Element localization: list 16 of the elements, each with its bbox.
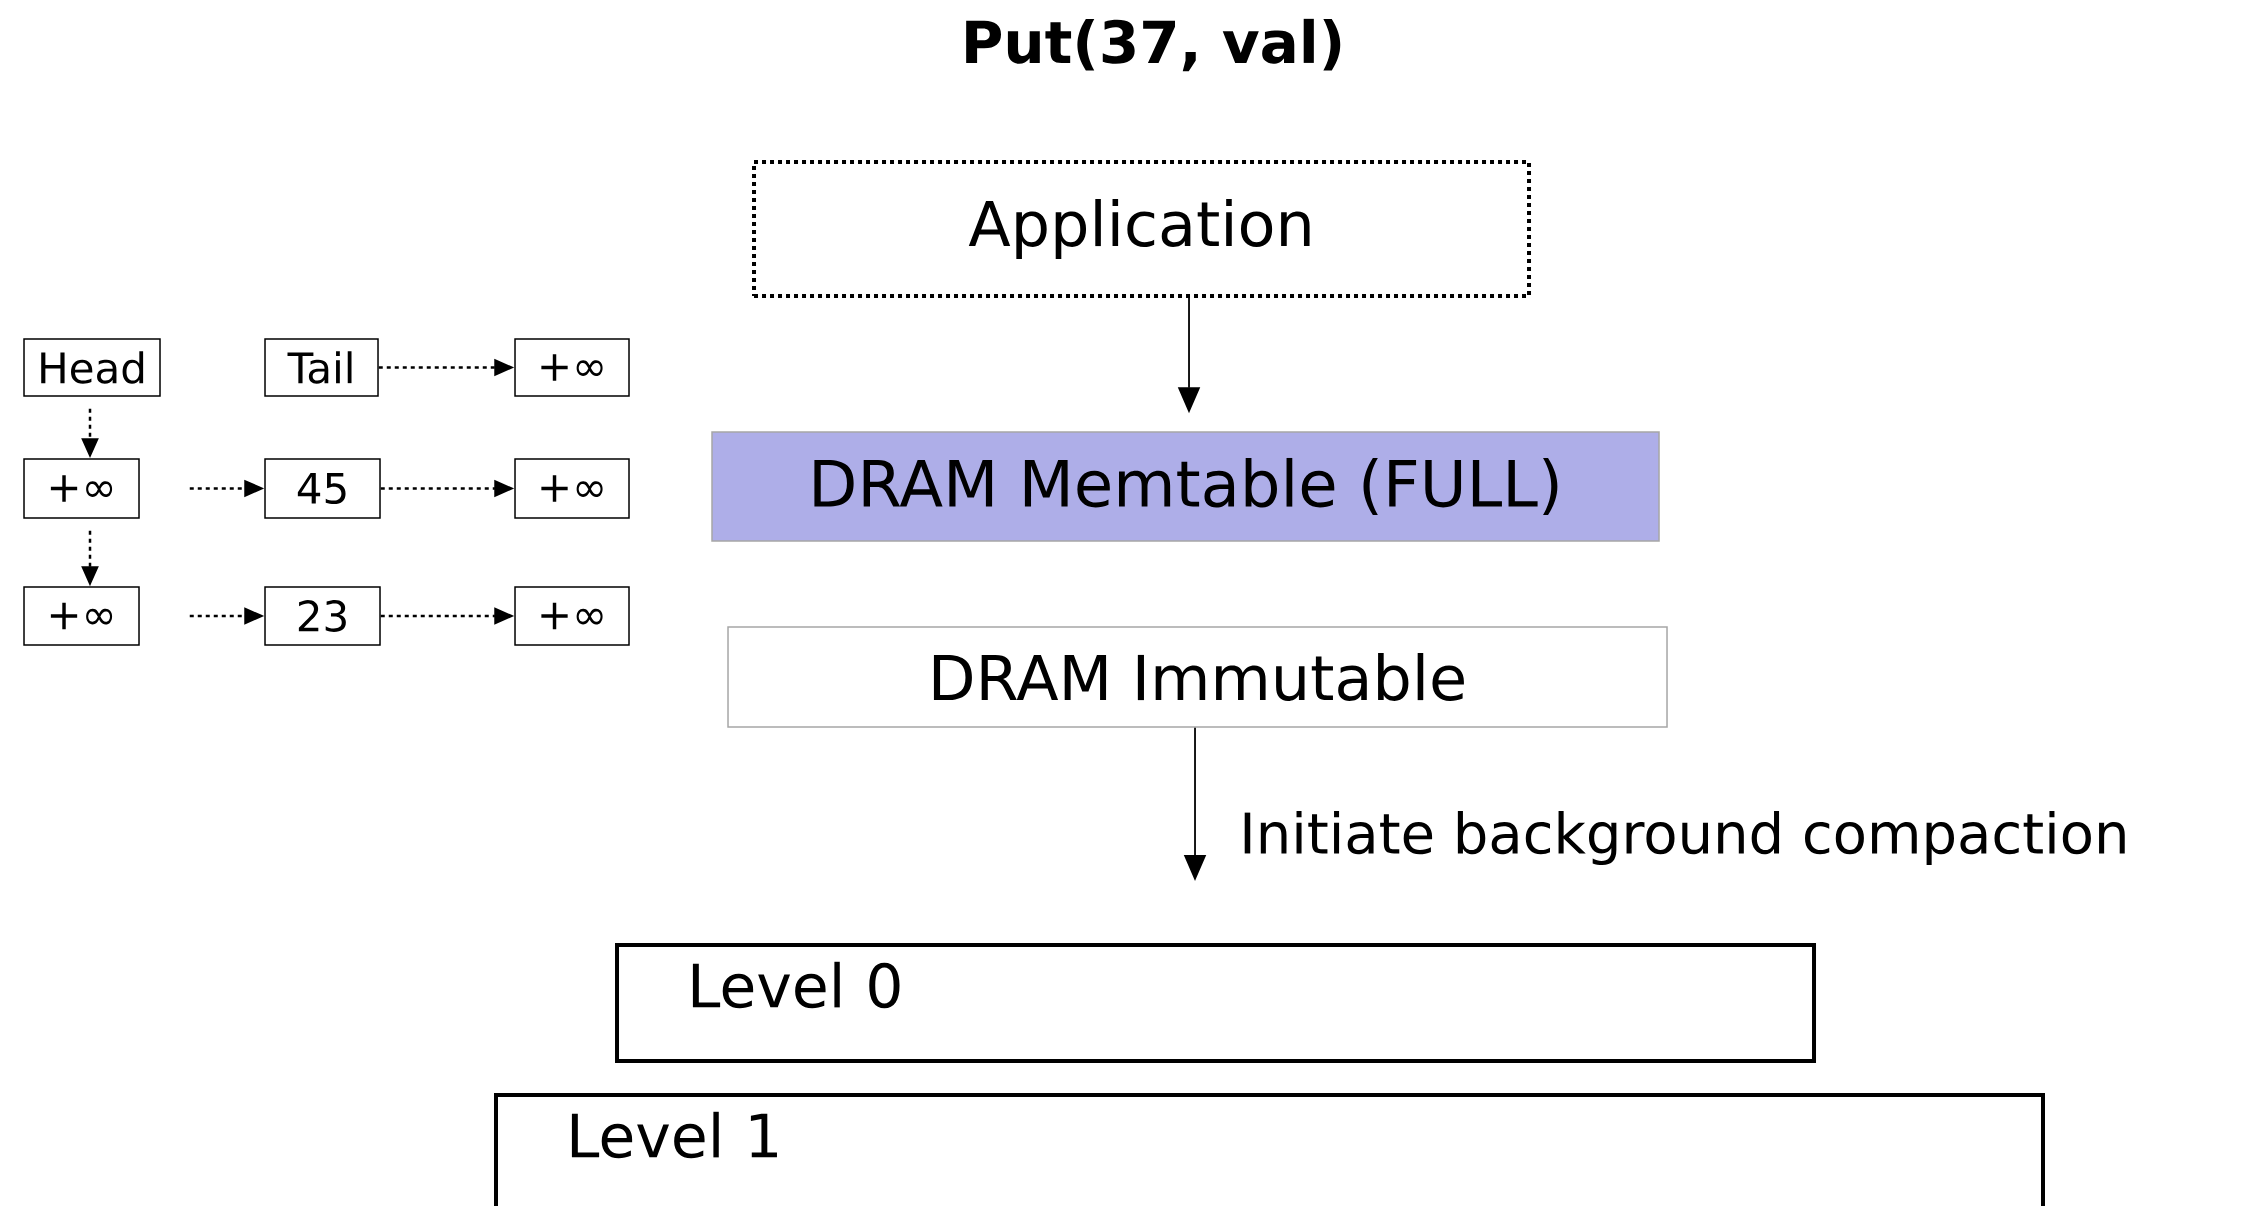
skip-node-box: +∞	[514, 458, 630, 519]
title: Put(37, val)	[966, 18, 1341, 72]
memtable-box: DRAM Memtable (FULL)	[711, 431, 1660, 542]
skip-node-box: 23	[264, 586, 381, 646]
skip-node-box: Tail	[264, 338, 379, 397]
skip-node-box: 45	[264, 458, 381, 519]
skip-node-box: Head	[23, 338, 161, 397]
level-box: Level 0	[615, 943, 1816, 1063]
skip-node-box: +∞	[23, 586, 140, 646]
skip-node-box: +∞	[514, 586, 630, 646]
skip-node-box: +∞	[514, 338, 630, 397]
level-box: Level 1	[494, 1093, 2045, 1206]
edge-label: Initiate background compaction	[1237, 808, 2132, 868]
immutable-box: DRAM Immutable	[727, 626, 1668, 728]
dotted-box: Application	[752, 160, 1531, 298]
skip-node-box: +∞	[23, 458, 140, 519]
